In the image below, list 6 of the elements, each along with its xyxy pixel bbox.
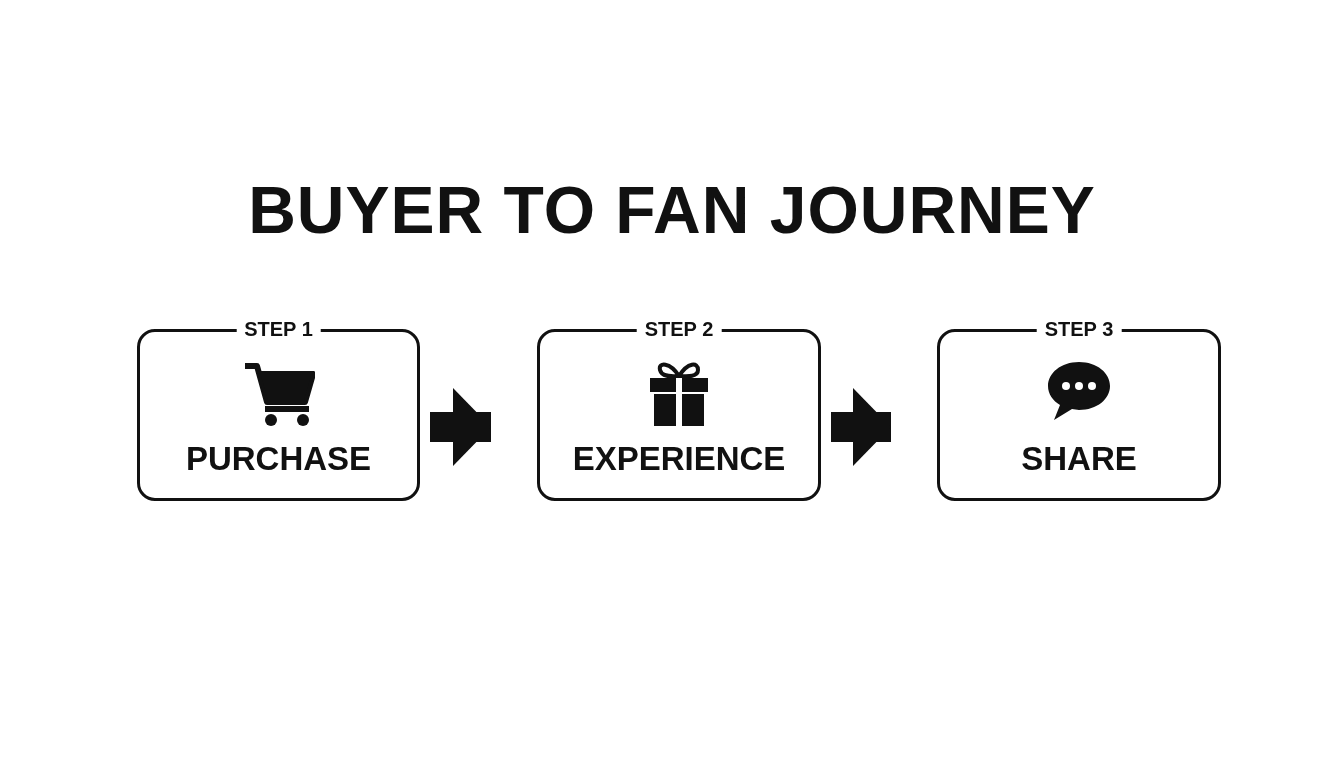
step-name: SHARE: [1020, 440, 1138, 478]
step-name: PURCHASE: [184, 440, 373, 478]
block-arrow: [430, 388, 491, 466]
step-name: EXPERIENCE: [571, 440, 787, 478]
block-arrow: [831, 388, 891, 466]
diagram-title: BUYER TO FAN JOURNEY: [247, 172, 1097, 248]
